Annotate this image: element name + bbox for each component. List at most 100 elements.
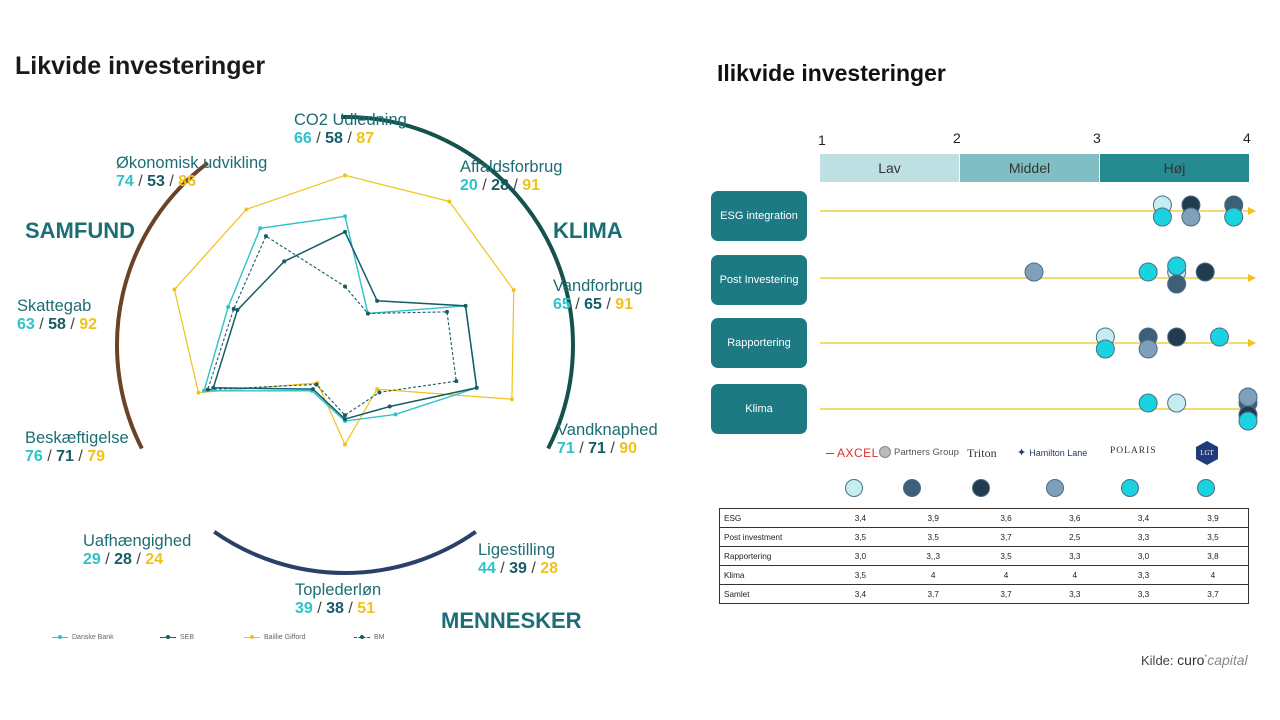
axis-value: 65 (553, 296, 571, 313)
rating-dot-lgt (1224, 207, 1244, 227)
legend-baillie-gifford: Baillie Gifford (244, 634, 306, 641)
series-baillie-gifford-point (172, 287, 177, 292)
axis-value: 74 (116, 173, 134, 190)
series-seb-point (310, 387, 315, 392)
table-cell: 3,9 (1177, 508, 1249, 528)
table-cell: 4 (971, 565, 1041, 585)
axis-values: 74 / 53 / 86 (116, 172, 267, 192)
table-cell: 3,7 (894, 584, 972, 604)
series-bm-point (263, 234, 268, 239)
table-cell: 3,3 (1040, 584, 1110, 604)
series-bm-point (454, 379, 459, 384)
lgt-crest-icon: LGT (1196, 441, 1218, 465)
series-bm-point (205, 387, 210, 392)
source-credit: Kilde: curo°capital (1141, 652, 1248, 668)
rating-dot-plot (820, 195, 1258, 431)
row-arrow-icon (1248, 207, 1256, 215)
series-bm-point (365, 311, 370, 316)
axis-values: 71 / 71 / 90 (557, 439, 658, 459)
logo-text: POLARIS (1110, 446, 1157, 456)
axis-value: / (495, 560, 510, 577)
scale-tick-4: 4 (1243, 130, 1251, 146)
legend-danske-bank: Danske Bank (52, 634, 114, 641)
axis-value: 71 (588, 440, 606, 457)
series-seb-point (463, 303, 468, 308)
table-cell: 3,7 (971, 527, 1041, 547)
axis-value: 38 (326, 600, 344, 617)
axis-value: / (601, 296, 616, 313)
axis-value: / (34, 316, 49, 333)
table-cell: 3,5 (826, 565, 895, 585)
axis-name: Vandknaphed (557, 421, 658, 439)
row-button-klima[interactable]: Klima (711, 384, 807, 434)
row-button-esg-integration[interactable]: ESG integration (711, 191, 807, 241)
axis-value: 65 (584, 296, 602, 313)
series-danske-bank-point (393, 412, 398, 417)
series-bm-point (343, 413, 347, 418)
axis-value: / (73, 448, 88, 465)
radar-chart (115, 115, 575, 575)
row-button-rapportering[interactable]: Rapportering (711, 318, 807, 368)
legend-swatch-danske (52, 635, 68, 639)
rating-dot-polaris (1095, 339, 1115, 359)
logo-text: Hamilton Lane (1029, 447, 1088, 458)
series-danske-bank-point (202, 388, 207, 393)
table-cell: 3,6 (1040, 508, 1110, 528)
table-cell: 4 (1040, 565, 1110, 585)
axis-value: 28 (114, 551, 132, 568)
series-bm-line (206, 235, 457, 416)
axis-value: 58 (325, 130, 343, 147)
axis-value: / (570, 296, 585, 313)
series-bm-point (231, 306, 236, 311)
axis-value: 53 (147, 173, 165, 190)
manager-color-dot-polaris (1121, 479, 1139, 497)
axis-name: Økonomisk udvikling (116, 154, 268, 172)
rating-dot-hamilton-lane (1138, 339, 1158, 359)
axis-value: / (477, 177, 492, 194)
axis-name: Uafhængighed (83, 532, 192, 550)
axis-value: / (574, 440, 589, 457)
row-arrow-icon (1248, 274, 1256, 282)
axis-values: 66 / 58 / 87 (294, 129, 407, 149)
series-danske-bank-point (258, 226, 263, 231)
legend-label: SEB (180, 634, 195, 641)
row-button-post-investering[interactable]: Post Investering (711, 255, 807, 305)
axis-value: 66 (294, 130, 312, 147)
row-label: Klima (719, 565, 826, 585)
axis-value: 28 (540, 560, 559, 577)
series-seb-point (343, 229, 347, 234)
legend-seb: SEB (160, 634, 194, 641)
rating-dot-triton (1195, 262, 1215, 282)
axis-value: 44 (478, 560, 496, 577)
series-baillie-gifford-point (447, 199, 452, 204)
table-cell: 3,7 (971, 584, 1041, 604)
row-label: Rapportering (719, 546, 826, 566)
axis-values: 20 / 28 / 91 (460, 176, 562, 196)
rating-dot-partners-group (1167, 274, 1187, 294)
table-cell: 2,5 (1040, 527, 1110, 547)
axis-values: 44 / 39 / 28 (478, 559, 558, 579)
globe-icon (879, 446, 891, 458)
axis-value: / (605, 440, 620, 457)
series-seb-point (375, 298, 380, 303)
table-cell: 3,4 (1109, 508, 1178, 528)
table-cell: 3,5 (894, 527, 972, 547)
legend-bm: BM (354, 634, 385, 641)
rating-dot-triton (1167, 327, 1187, 347)
klima-arc (340, 115, 575, 450)
brand-part-a: curo (1177, 652, 1205, 668)
series-baillie-gifford-point (343, 442, 347, 447)
axis-value: / (131, 551, 146, 568)
axis-value: / (65, 316, 80, 333)
manager-color-dot-hamilton-lane (1046, 479, 1064, 497)
axis-value: 39 (509, 560, 527, 577)
series-seb-point (387, 404, 392, 409)
manager-color-dot-triton (972, 479, 990, 497)
rating-dot-hamilton-lane (1181, 207, 1201, 227)
